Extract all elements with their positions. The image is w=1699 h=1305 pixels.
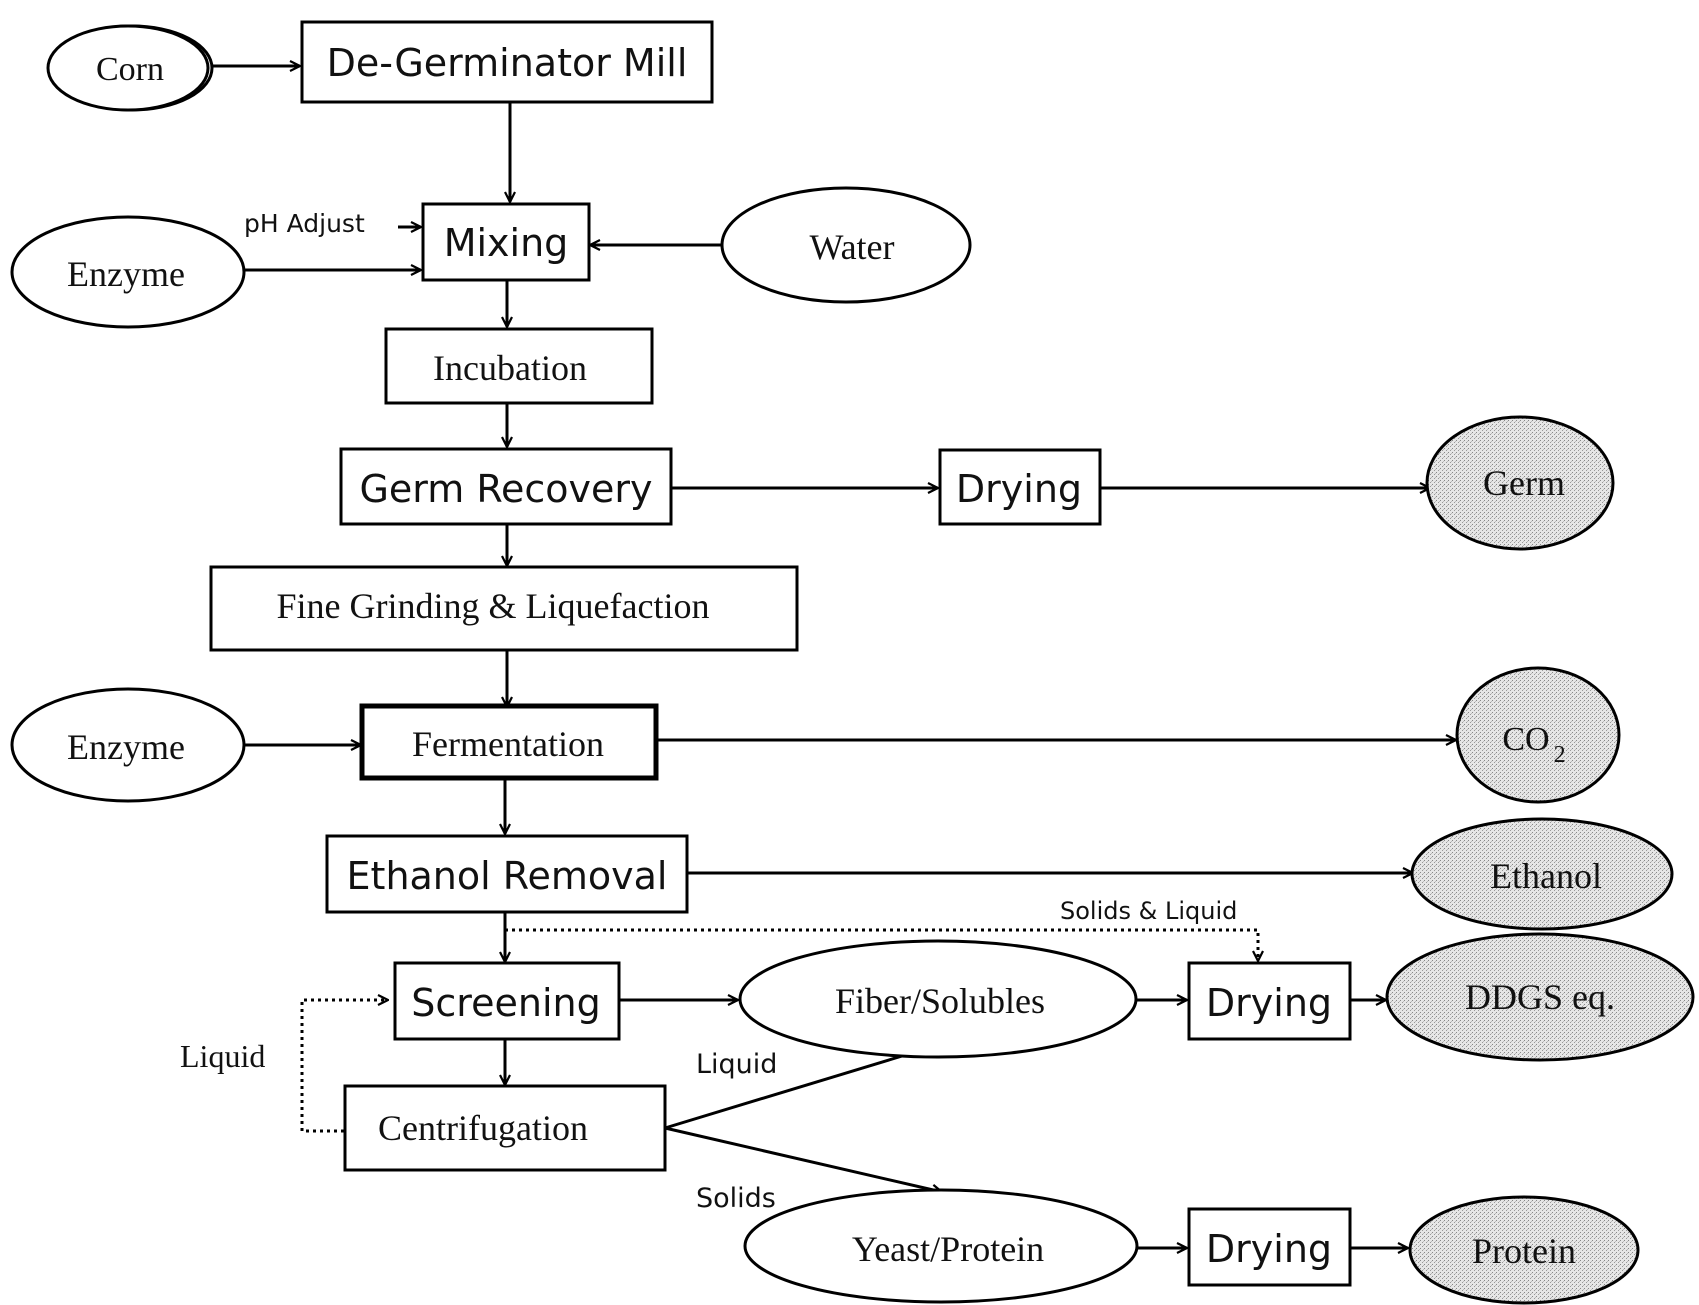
node-protein: Protein (1410, 1197, 1638, 1303)
node-drying-protein: Drying (1189, 1209, 1350, 1285)
node-enzyme-2-label: Enzyme (67, 727, 185, 767)
node-protein-label: Protein (1472, 1231, 1576, 1271)
node-enzyme-2: Enzyme (12, 689, 244, 801)
node-ddgs: DDGS eq. (1387, 934, 1693, 1060)
node-incubation: Incubation (386, 329, 652, 403)
node-germ-recovery-label: Germ Recovery (359, 467, 652, 511)
node-enzyme-1-label: Enzyme (67, 254, 185, 294)
node-ethanol-removal-label: Ethanol Removal (347, 854, 668, 898)
node-drying-germ: Drying (940, 450, 1100, 524)
node-germ-label: Germ (1483, 463, 1565, 503)
node-co2-text: CO (1502, 721, 1549, 758)
node-germ-recovery: Germ Recovery (341, 449, 671, 524)
node-drying-ddgs: Drying (1189, 963, 1350, 1039)
label-solids-liquid: Solids & Liquid (1060, 897, 1237, 925)
node-fermentation-label: Fermentation (412, 724, 604, 764)
label-solids: Solids (696, 1183, 776, 1214)
node-yeast-protein-label: Yeast/Protein (852, 1229, 1044, 1269)
node-fermentation: Fermentation (362, 706, 656, 778)
node-co2: CO2 (1457, 668, 1619, 802)
node-fine-grinding-label: Fine Grinding & Liquefaction (277, 586, 710, 626)
node-screening: Screening (395, 963, 619, 1039)
node-fine-grinding: Fine Grinding & Liquefaction (211, 567, 797, 650)
node-degerminator-mill: De-Germinator Mill (302, 22, 712, 102)
node-water-label: Water (809, 227, 894, 267)
label-liquid-centrifuge: Liquid (696, 1049, 777, 1080)
node-fiber-solubles: Fiber/Solubles (740, 941, 1136, 1057)
edge-labels: pH Adjust Solids & Liquid Liquid Liquid … (180, 209, 1237, 1214)
node-ethanol: Ethanol (1412, 819, 1672, 929)
node-ddgs-label: DDGS eq. (1465, 977, 1615, 1017)
node-corn-label: Corn (96, 51, 164, 88)
label-liquid-recycle: Liquid (180, 1038, 265, 1074)
node-degerminator-mill-label: De-Germinator Mill (327, 41, 688, 85)
label-ph-adjust: pH Adjust (244, 209, 365, 238)
node-co2-subscript: 2 (1554, 742, 1566, 768)
node-drying-protein-label: Drying (1206, 1227, 1332, 1271)
node-corn: Corn (48, 26, 212, 110)
node-incubation-label: Incubation (433, 348, 587, 388)
node-centrifugation: Centrifugation (345, 1086, 665, 1170)
node-germ: Germ (1427, 417, 1613, 549)
node-drying-germ-label: Drying (956, 467, 1082, 511)
node-ethanol-removal: Ethanol Removal (327, 836, 687, 912)
node-screening-label: Screening (411, 981, 600, 1025)
node-mixing-label: Mixing (444, 221, 569, 265)
node-fiber-solubles-label: Fiber/Solubles (835, 981, 1045, 1021)
node-water: Water (722, 188, 970, 302)
node-ethanol-label: Ethanol (1490, 856, 1602, 896)
node-enzyme-1: Enzyme (12, 217, 244, 327)
node-drying-ddgs-label: Drying (1206, 981, 1332, 1025)
node-mixing: Mixing (423, 204, 589, 280)
node-yeast-protein: Yeast/Protein (745, 1190, 1137, 1302)
node-centrifugation-label: Centrifugation (378, 1108, 588, 1148)
